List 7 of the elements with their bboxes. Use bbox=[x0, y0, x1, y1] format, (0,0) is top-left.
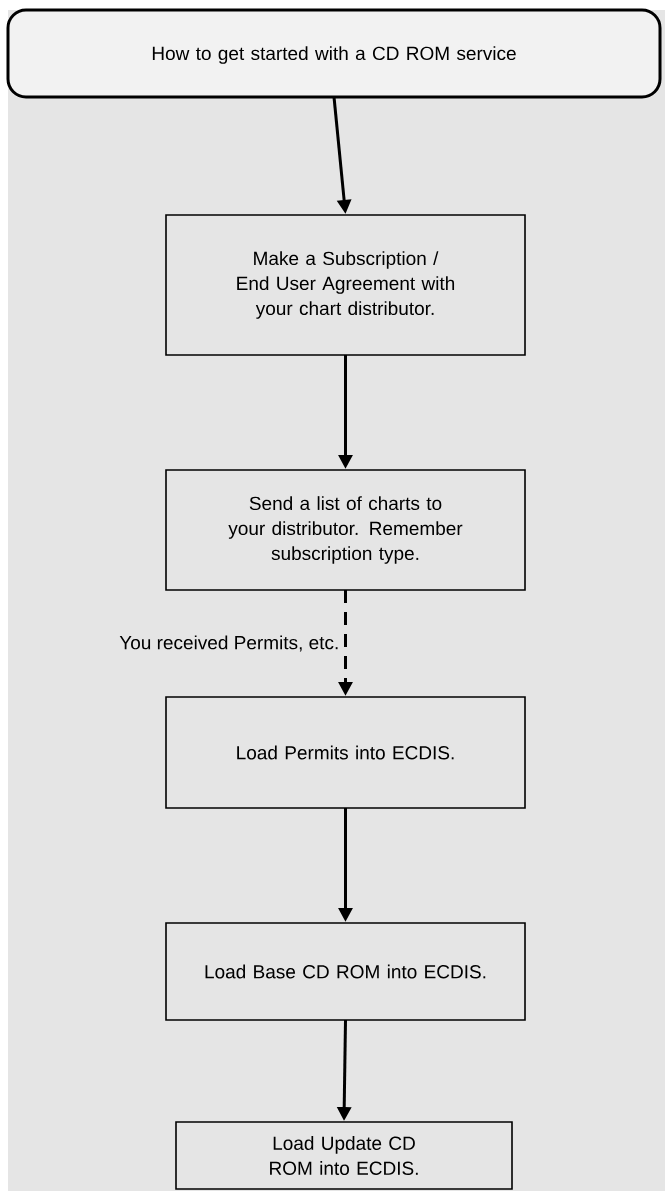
edge-label: You received Permits, etc. bbox=[119, 635, 338, 652]
process-box: Send a list of charts to your distributor. Remember subscription type. bbox=[165, 469, 526, 591]
process-box: Load Update CD ROM into ECDIS. bbox=[175, 1121, 513, 1190]
start-terminal: How to get started with a CD ROM service bbox=[6, 8, 662, 99]
process-box: Make a Subscription / End User Agreement with your chart distributor. bbox=[165, 214, 526, 356]
process-box: Load Permits into ECDIS. bbox=[165, 696, 526, 809]
process-box: Load Base CD ROM into ECDIS. bbox=[165, 922, 526, 1021]
